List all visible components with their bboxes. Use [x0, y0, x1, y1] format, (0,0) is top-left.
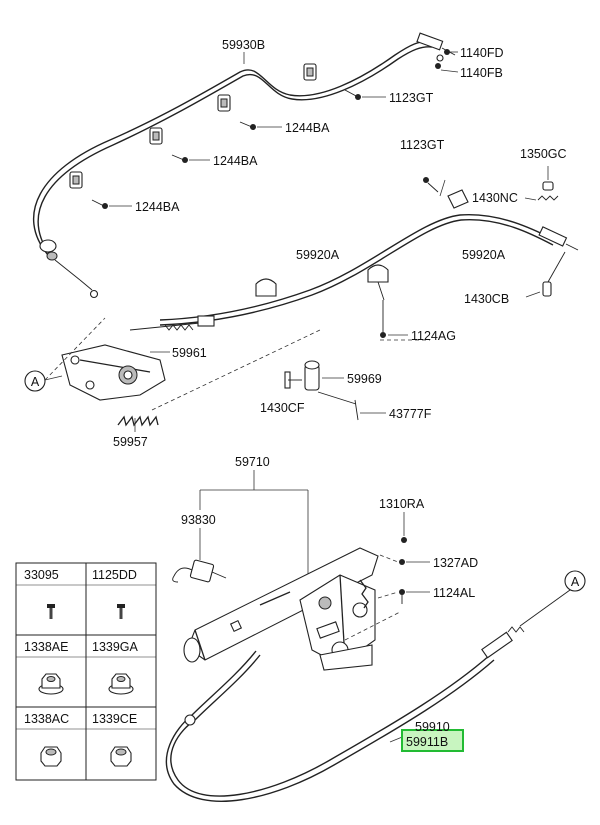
bolt-1123gt-top — [344, 89, 386, 100]
bolt-1140fb — [435, 63, 459, 73]
label-59920a-right[interactable]: 59920A — [462, 248, 506, 262]
label-1430cb[interactable]: 1430CB — [464, 292, 509, 306]
bolt-1123gt-mid — [423, 177, 439, 193]
label-59911b[interactable]: 59911B — [406, 735, 448, 749]
cable-59920a-inner — [159, 219, 554, 326]
cable-end-lower — [184, 589, 571, 726]
parking-brake-lever — [183, 547, 379, 663]
flange-nut-icon — [108, 673, 134, 695]
label-1123gt-top[interactable]: 1123GT — [389, 91, 434, 105]
bolt-1140fd — [444, 49, 458, 55]
clevis-59969 — [304, 360, 344, 391]
ref-circle-a-top: A — [24, 370, 63, 392]
table-code-2[interactable]: 1338AE — [24, 640, 68, 654]
clip-front-2 — [367, 264, 389, 301]
label-1244ba-3[interactable]: 1244BA — [135, 200, 180, 214]
label-43777f[interactable]: 43777F — [389, 407, 432, 421]
hex-nut-icon — [40, 746, 62, 767]
dash-lower-2 — [377, 591, 399, 599]
dash-guide-b — [151, 329, 321, 411]
label-1244ba-1[interactable]: 1244BA — [285, 121, 330, 135]
label-1244ba-2[interactable]: 1244BA — [213, 154, 258, 168]
cable-end-rear-upper — [416, 32, 456, 62]
part-1350gc — [542, 166, 554, 191]
dash-guide-a — [44, 317, 106, 381]
ref-circle-a-bottom: A — [564, 570, 586, 592]
label-59957[interactable]: 59957 — [113, 435, 148, 449]
table-code-5[interactable]: 1339CE — [92, 712, 137, 726]
bolt-1327ad — [399, 559, 430, 565]
lever-mechanism — [299, 574, 376, 671]
label-1140fb[interactable]: 1140FB — [460, 66, 503, 80]
clip-upper-3 — [149, 127, 163, 145]
part-labels: 59930B 1140FD 1140FB 1123GT 1244BA 1244B… — [113, 38, 567, 749]
label-1310ra[interactable]: 1310RA — [379, 497, 425, 511]
spring-1430nc — [524, 195, 559, 201]
table-code-4[interactable]: 1338AC — [24, 712, 69, 726]
cable-end-front-right — [538, 226, 579, 251]
label-59910[interactable]: 59910 — [415, 720, 450, 734]
bolt-icon — [117, 604, 125, 619]
label-1124al[interactable]: 1124AL — [433, 586, 475, 600]
clip-front-3 — [447, 189, 469, 209]
bolt-1244ba-2 — [171, 154, 210, 163]
cable-59920a — [159, 213, 556, 321]
leader-1123gt-mid — [439, 179, 446, 197]
pin-1430cb — [525, 251, 566, 298]
spring-59957 — [117, 415, 159, 432]
ref-a-bottom-label: A — [571, 575, 580, 589]
table-code-3[interactable]: 1339GA — [92, 640, 139, 654]
label-1430nc[interactable]: 1430NC — [472, 191, 518, 205]
label-1350gc[interactable]: 1350GC — [520, 147, 567, 161]
pin-1430cf — [284, 371, 302, 389]
switch-93830 — [172, 559, 227, 583]
cable-connector-left — [39, 239, 99, 299]
flange-nut-icon — [38, 673, 64, 695]
label-1430cf[interactable]: 1430CF — [260, 401, 305, 415]
table-code-0[interactable]: 33095 — [24, 568, 59, 582]
bolt-icon — [47, 604, 55, 619]
cable-59930b — [32, 40, 431, 256]
highlight-box-59911b[interactable] — [401, 729, 464, 752]
clip-upper-right — [303, 63, 317, 81]
label-59961[interactable]: 59961 — [172, 346, 207, 360]
cable-59930b-inner — [37, 46, 433, 259]
cable-59910 — [170, 654, 491, 797]
label-59930b[interactable]: 59930B — [222, 38, 265, 52]
label-1124ag[interactable]: 1124AG — [411, 329, 456, 343]
dash-lower-3 — [344, 611, 401, 641]
label-93830[interactable]: 93830 — [181, 513, 216, 527]
bolt-1310ra — [401, 512, 407, 543]
bolt-1244ba-3 — [91, 199, 132, 209]
ref-a-top-label: A — [31, 375, 40, 389]
hex-nut-icon — [110, 746, 132, 767]
label-59969[interactable]: 59969 — [347, 372, 382, 386]
table-code-1[interactable]: 1125DD — [92, 568, 137, 582]
leader-59710 — [199, 470, 309, 575]
label-59920a-left[interactable]: 59920A — [296, 248, 340, 262]
label-1327ad[interactable]: 1327AD — [433, 556, 478, 570]
hardware-table: 33095 1125DD 1338AE 1339GA 1338AC 1339CE — [15, 562, 157, 781]
bolt-1124ag — [380, 300, 408, 338]
label-1140fd[interactable]: 1140FD — [460, 46, 504, 60]
clip-upper-2 — [217, 94, 231, 112]
label-1123gt-mid[interactable]: 1123GT — [400, 138, 445, 152]
clip-front-1 — [255, 278, 277, 297]
label-59710[interactable]: 59710 — [235, 455, 270, 469]
dash-lower-1 — [379, 554, 399, 563]
bolt-1124al — [399, 589, 430, 604]
clip-upper-4 — [69, 171, 83, 189]
bolt-1244ba-1 — [239, 121, 282, 130]
equalizer-bracket — [61, 315, 215, 401]
cable-59910-inner — [165, 650, 495, 802]
cotter-43777f — [317, 391, 386, 421]
